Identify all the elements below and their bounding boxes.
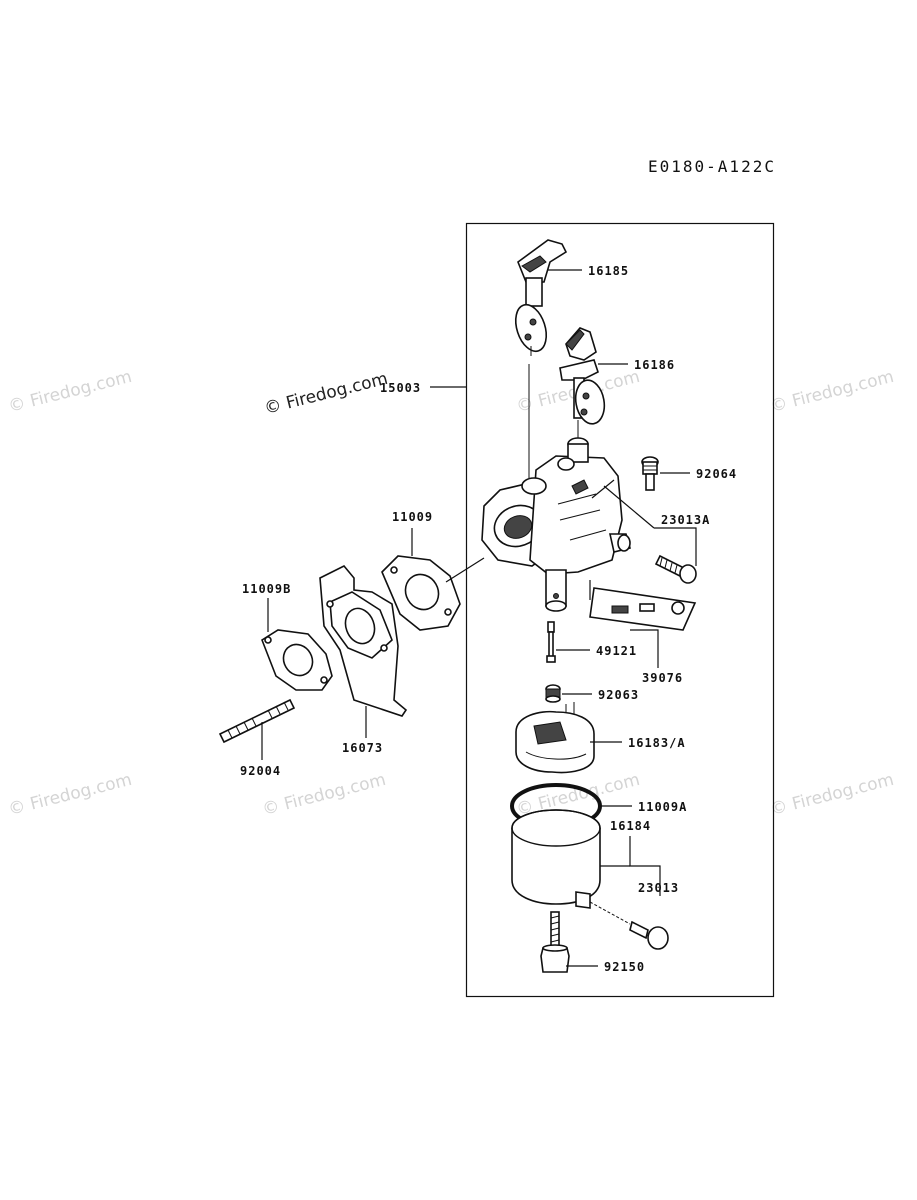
diagram-code: E0180-A122C <box>648 157 776 176</box>
label-11009A: 11009A <box>638 800 687 814</box>
screw-23013A-part <box>654 554 697 584</box>
stud-92004-part <box>218 698 296 744</box>
label-16186: 16186 <box>634 358 675 372</box>
needle-49121-part <box>546 621 556 663</box>
choke-shaft-part <box>514 239 568 478</box>
float-16183A-part <box>515 702 595 774</box>
watermark: © Firedog.com <box>6 770 134 820</box>
label-92150: 92150 <box>604 960 645 974</box>
gasket-11009B-part <box>261 629 333 691</box>
watermark: © Firedog.com <box>768 770 896 820</box>
label-92004: 92004 <box>240 764 281 778</box>
throttle-shaft-part <box>559 327 606 440</box>
jet-kit-part <box>589 587 697 631</box>
label-39076: 39076 <box>642 671 683 685</box>
float-bowl-16184-part <box>511 809 601 909</box>
label-49121: 49121 <box>596 644 637 658</box>
watermark: © Firedog.com <box>6 367 134 417</box>
gasket-11009-part <box>381 555 461 631</box>
watermark: © Firedog.com <box>768 367 896 417</box>
carburetor-body-part <box>481 437 631 612</box>
assembly-frame <box>465 222 775 998</box>
insulator-16073-part <box>319 565 408 717</box>
label-23013A: 23013A <box>661 513 710 527</box>
label-16183A: 16183/A <box>628 736 686 750</box>
label-16185: 16185 <box>588 264 629 278</box>
label-15003: 15003 <box>380 381 421 395</box>
label-23013: 23013 <box>638 881 679 895</box>
jet-92063-part <box>545 684 561 703</box>
label-92064: 92064 <box>696 467 737 481</box>
watermark-dark: © Firedog.com <box>262 369 390 419</box>
bolt-92150-part <box>540 911 570 973</box>
drain-screw-23013-part <box>589 901 669 950</box>
label-16184: 16184 <box>610 819 651 833</box>
screw-92064-part <box>641 456 659 491</box>
label-92063: 92063 <box>598 688 639 702</box>
label-16073: 16073 <box>342 741 383 755</box>
label-11009B: 11009B <box>242 582 291 596</box>
label-11009: 11009 <box>392 510 433 524</box>
